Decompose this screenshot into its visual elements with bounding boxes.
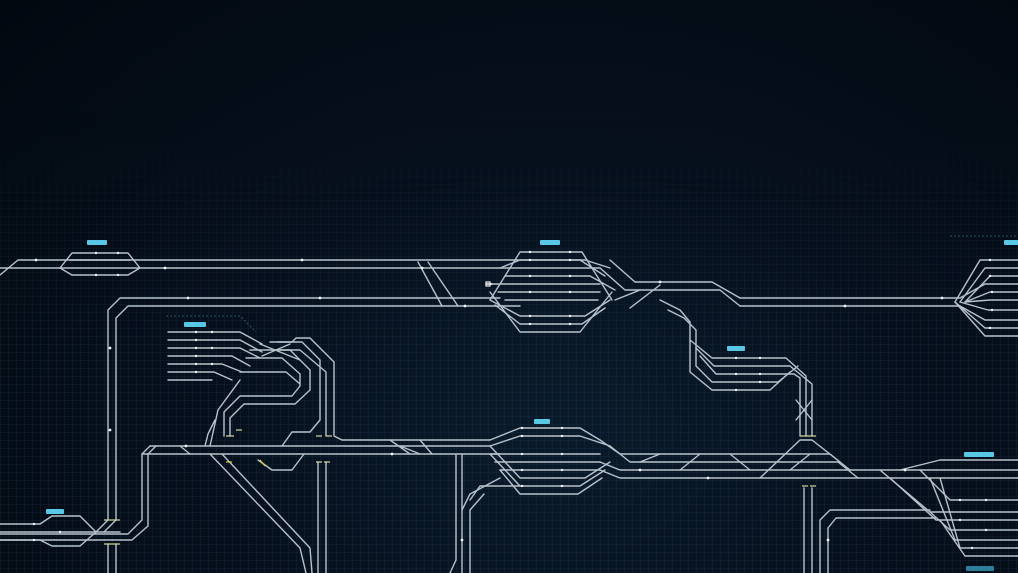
station-label-icon: [87, 240, 107, 245]
guide-lines: [166, 235, 1018, 333]
station-label-icon: [534, 419, 550, 424]
track-layer: [0, 251, 1018, 573]
station-label-icon: [46, 509, 64, 514]
station-labels: [46, 240, 1018, 571]
station-label-icon: [964, 452, 994, 457]
station-label-icon: [1004, 240, 1018, 245]
signals: [32, 250, 994, 550]
station-label-icon: [966, 566, 994, 571]
buffer-stops: [104, 281, 816, 545]
station-label-icon: [184, 322, 206, 327]
station-label-icon: [727, 346, 745, 351]
station-label-icon: [540, 240, 560, 245]
yellow-markers: [226, 459, 266, 467]
